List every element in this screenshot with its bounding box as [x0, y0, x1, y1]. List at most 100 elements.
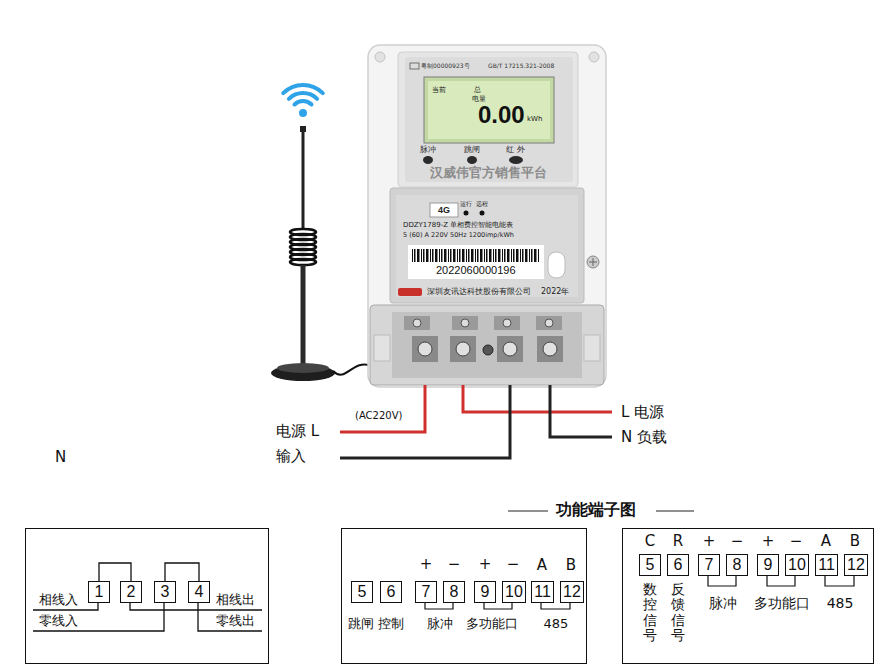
terminal-label: B: [566, 557, 576, 574]
cover-screw: [483, 345, 493, 355]
terminal-number: 10: [788, 557, 806, 573]
main-screw: [456, 342, 470, 356]
terminal-number: 1: [95, 584, 104, 600]
neutral-wire-out: [550, 385, 612, 437]
group-bracket: [708, 576, 736, 586]
terminal-label: C: [645, 533, 655, 550]
label-text: 跳闸: [464, 145, 480, 154]
terminal-box: 8: [726, 554, 748, 576]
label-text: 远程: [476, 201, 488, 208]
terminal-number: 8: [450, 584, 459, 600]
meter-face: [405, 57, 573, 182]
antenna-rod: [302, 130, 305, 230]
cert-mark: [410, 63, 419, 69]
antenna-cable: [333, 364, 372, 374]
aux-terminal: [536, 316, 562, 330]
terminal-label: B: [850, 533, 860, 550]
terminal-box: 9: [757, 554, 779, 576]
terminal-label: 脉冲: [709, 595, 737, 611]
terminal-number: 11: [534, 584, 551, 600]
main-screw: [418, 342, 432, 356]
barcode-ground: [408, 245, 544, 279]
terminal-number: 3: [161, 584, 170, 600]
terminal-box: 7: [698, 554, 720, 576]
wifi-arc: [283, 85, 323, 93]
label-text: 深圳友讯达科技股份有限公司: [427, 287, 531, 296]
terminal-label: 反馈信号: [671, 582, 685, 644]
terminal-label: A: [821, 533, 831, 550]
terminal-label: −: [731, 533, 744, 550]
group-bracket: [767, 576, 795, 586]
label-text: L 电源: [621, 404, 664, 421]
ir-port: [509, 156, 523, 164]
terminal-label: −: [448, 556, 461, 573]
terminal-box: 12: [560, 581, 584, 603]
label-text: 粤制00000923号: [421, 63, 470, 70]
barcode: [412, 249, 540, 262]
main-terminal: [537, 336, 563, 362]
led: [467, 156, 477, 164]
terminal-number: 11: [818, 557, 835, 573]
antenna-base-top: [277, 363, 329, 373]
antenna-mast: [301, 265, 306, 364]
label-text: 总: [474, 86, 481, 94]
terminal-box: 5: [351, 581, 373, 603]
lcd-screen: [428, 81, 550, 139]
aux-screw: [545, 319, 553, 327]
label-text: 当前: [432, 86, 446, 94]
terminal-panel: CR+−+−AB数控信号反馈信号脉冲多功能口48556789101112: [622, 528, 874, 664]
heading-dash: [508, 510, 548, 511]
terminal-label: 跳闸 控制: [348, 617, 404, 632]
terminal-block: [392, 312, 582, 378]
terminal-number: 5: [646, 557, 655, 573]
heading-dash: [656, 510, 694, 511]
terminal-number: 5: [358, 584, 367, 600]
terminal-label: A: [537, 557, 547, 574]
group-bracket: [484, 603, 512, 609]
aux-terminal: [452, 316, 478, 330]
terminal-number: 8: [733, 557, 742, 573]
terminal-box: 9: [474, 581, 496, 603]
seal-screw: [587, 256, 599, 268]
terminal-number: 7: [422, 584, 431, 600]
terminal-number: 4: [195, 584, 204, 600]
meter-seal: [589, 52, 599, 62]
aux-screw: [503, 319, 511, 327]
wifi-arc: [289, 93, 317, 99]
terminal-label: +: [420, 556, 433, 573]
main-screw: [543, 342, 557, 356]
aux-terminal: [404, 316, 430, 330]
terminal-label: +: [479, 556, 492, 573]
terminal-label: 相线出: [216, 593, 255, 608]
label-text: N: [55, 449, 66, 466]
terminal-box: 10: [785, 554, 809, 576]
meter-window: [398, 52, 578, 187]
label-text: 运行: [460, 201, 472, 208]
terminal-box: 6: [380, 581, 402, 603]
terminal-box: 12: [844, 554, 868, 576]
terminal-label: 脉冲: [427, 617, 453, 632]
label-text: 0.00: [478, 101, 525, 129]
terminal-side: [584, 335, 600, 361]
label-text: 脉冲: [420, 145, 436, 154]
internal-wire: [99, 563, 131, 581]
live-wire-in: [340, 385, 425, 432]
wifi-dot: [299, 109, 307, 117]
wifi-arc: [295, 101, 312, 105]
label-text: 电源 L: [276, 423, 319, 440]
terminal-number: 10: [505, 584, 523, 600]
terminal-number: 6: [674, 557, 683, 573]
status-dot: [480, 211, 485, 216]
terminal-box: 11: [531, 581, 554, 603]
group-bracket: [541, 603, 570, 609]
terminal-number: 6: [387, 584, 396, 600]
lcd-frame: [424, 77, 554, 143]
label-text: N 负载: [621, 429, 667, 446]
terminal-label: +: [762, 533, 775, 550]
aux-screw: [413, 319, 421, 327]
terminal-box: 2: [120, 581, 142, 603]
label-text: 4G: [438, 205, 450, 215]
live-wire-out: [463, 385, 612, 412]
terminal-label: 零线入: [39, 614, 78, 629]
